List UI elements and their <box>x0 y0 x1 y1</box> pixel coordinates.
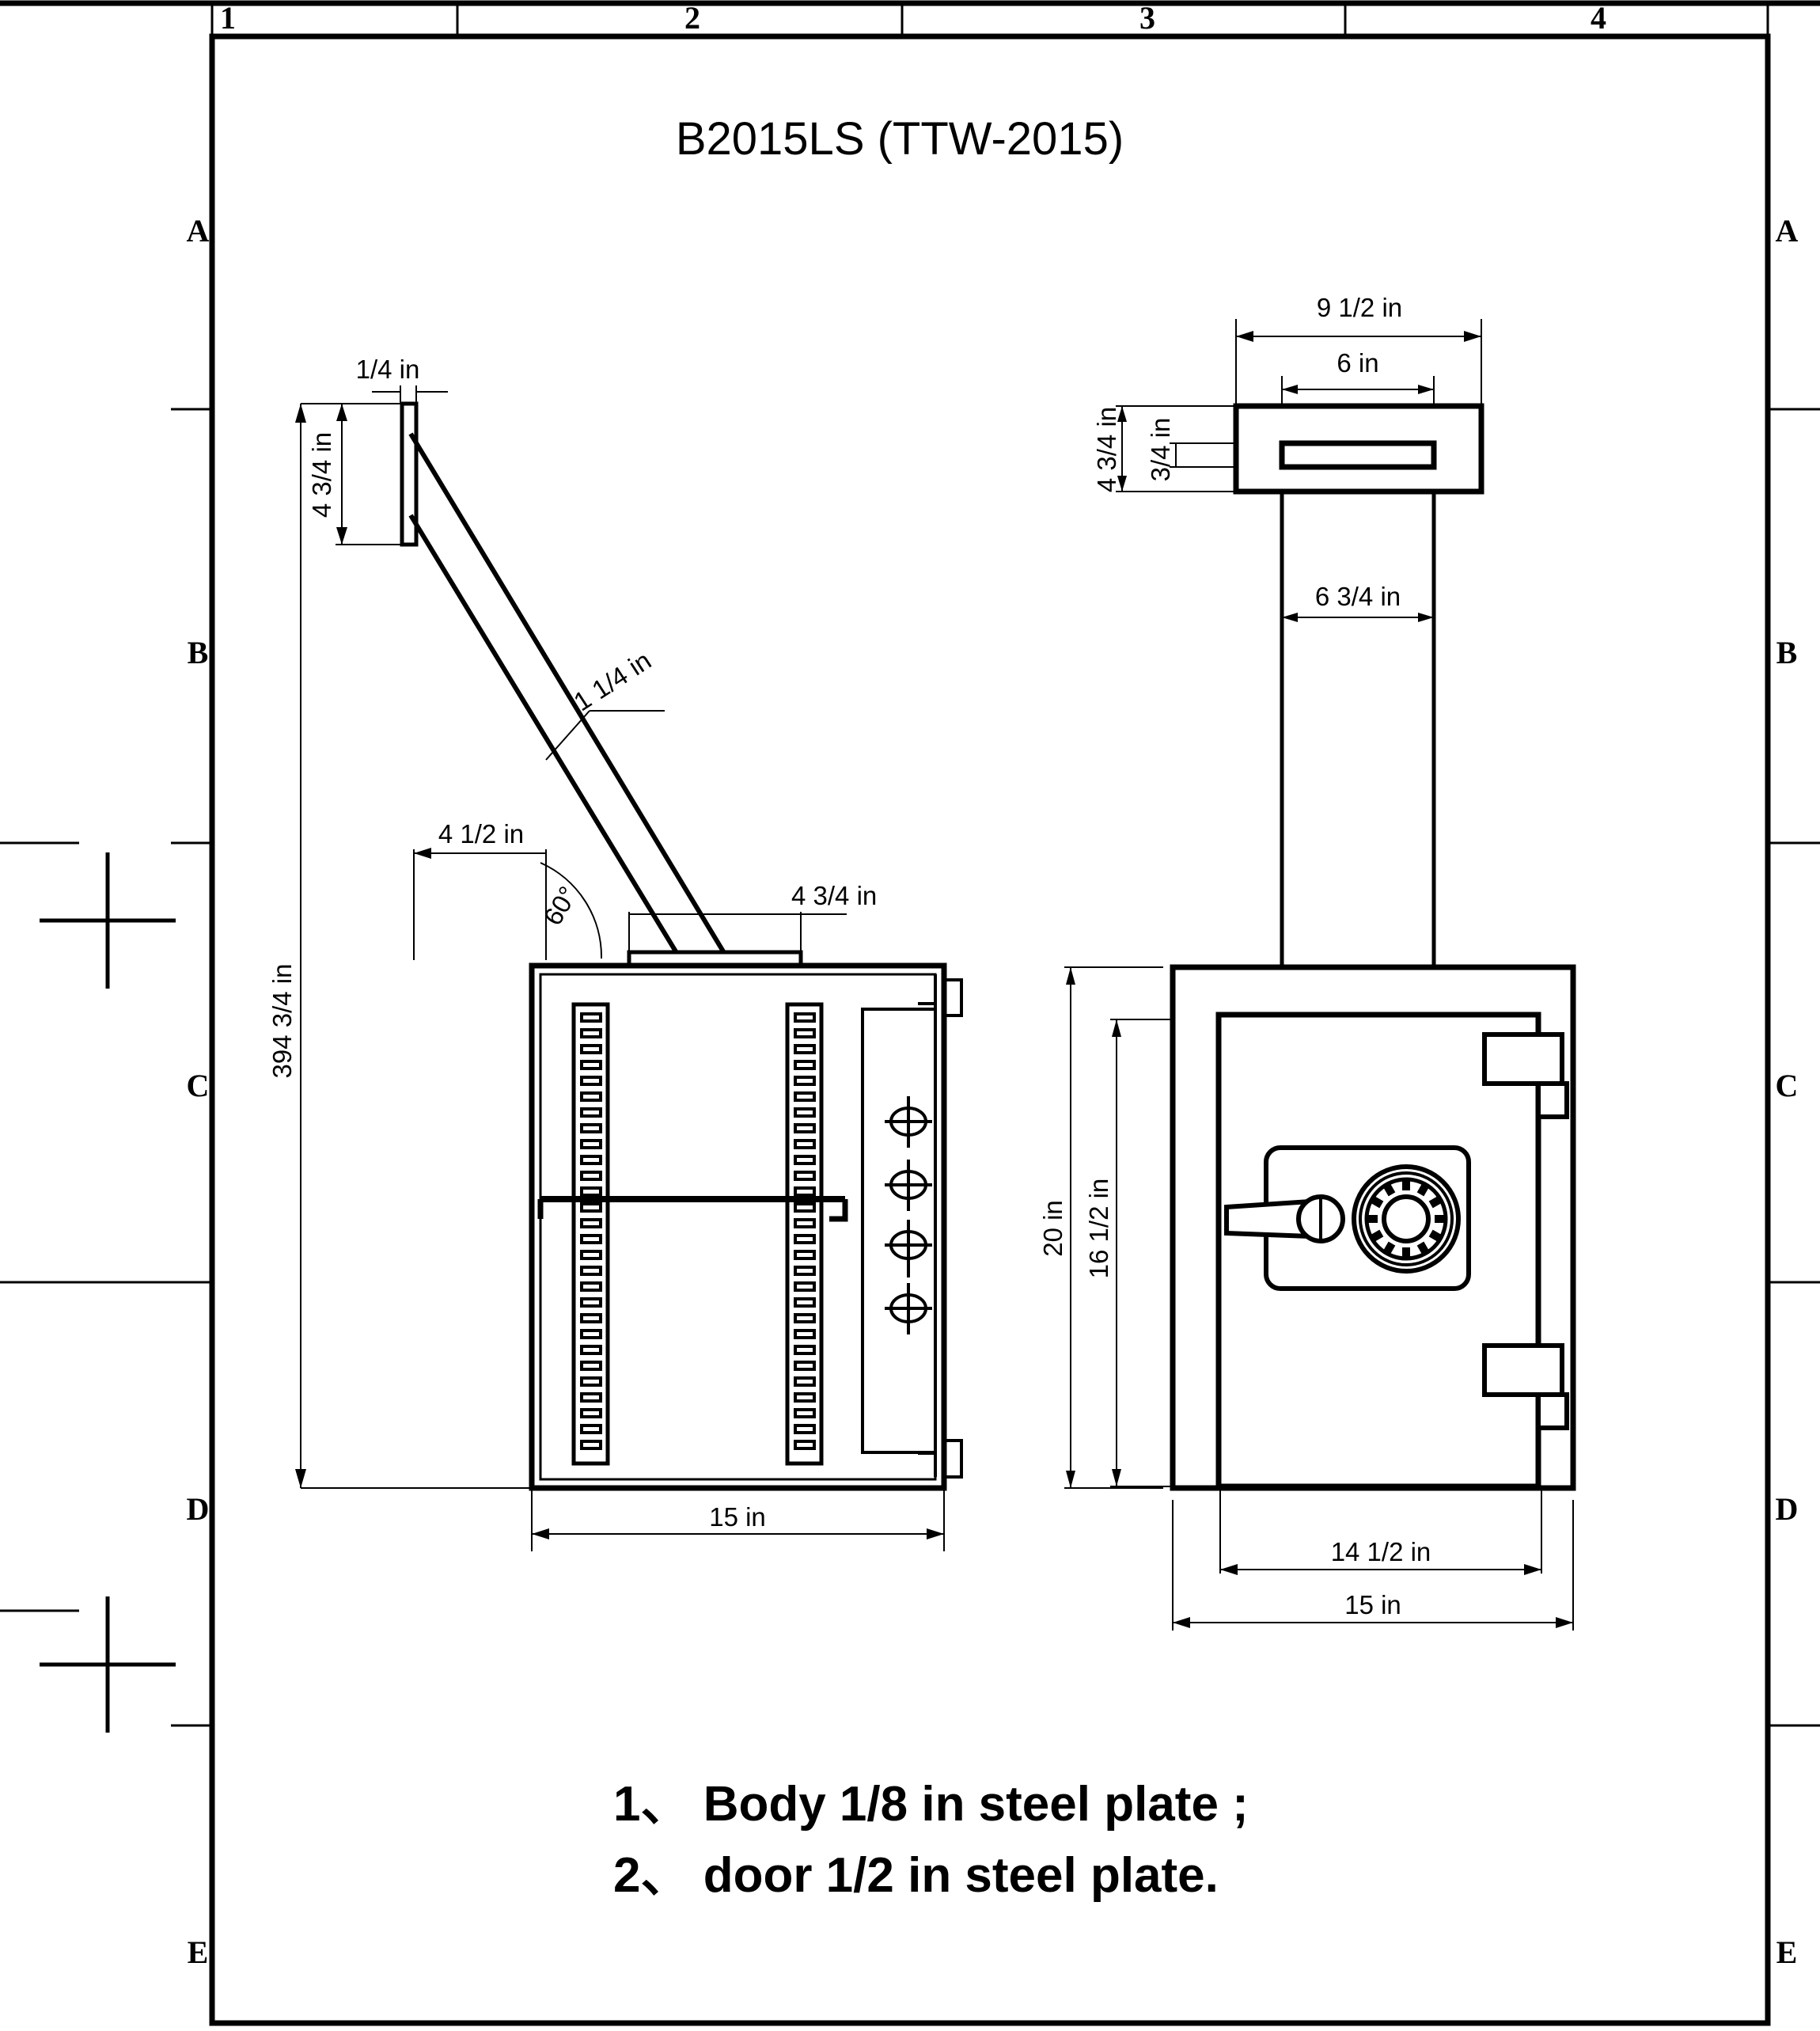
ladder-slots-left <box>580 1012 602 1450</box>
dim-chute-plate-thickness: 1/4 in <box>356 355 420 384</box>
dim-hopper-width: 9 1/2 in <box>1317 293 1402 322</box>
left-view-dim-lines <box>295 385 945 1551</box>
dim-body-depth: 15 in <box>709 1502 766 1532</box>
zone-letter-right-c: C <box>1776 1068 1799 1103</box>
chute-tube <box>408 432 730 961</box>
zone-letters-left: A B C D E <box>187 213 210 1970</box>
zone-letter-left-c: C <box>187 1068 210 1103</box>
door-handle <box>1224 1194 1345 1243</box>
dim-chute-base-width: 4 3/4 in <box>791 881 877 910</box>
registration-mark-upper <box>40 852 176 989</box>
dial-teeth <box>1367 1179 1446 1258</box>
zone-letter-right-d: D <box>1776 1491 1799 1527</box>
ladder-strip-right <box>785 1002 824 1466</box>
zone-letter-left-b: B <box>188 635 209 670</box>
dim-chute-top-height: 4 3/4 in <box>307 432 336 518</box>
chute-column <box>1280 492 1436 967</box>
dim-door-height: 16 1/2 in <box>1084 1179 1113 1279</box>
zone-number-4: 4 <box>1591 0 1606 36</box>
dim-overall-body-height: 20 in <box>1038 1200 1067 1257</box>
dim-hopper-height: 4 3/4 in <box>1092 407 1121 492</box>
dim-slot-height: 3/4 in <box>1146 418 1175 482</box>
zone-number-3: 3 <box>1139 0 1155 36</box>
note-line-1: 1、 Body 1/8 in steel plate ; <box>613 1777 1249 1832</box>
zone-letters-right: A B C D E <box>1776 213 1799 1970</box>
right-view-dim-lines <box>1064 319 1574 1630</box>
notes-block: 1、 Body 1/8 in steel plate ; 2、 door 1/2… <box>613 1777 1249 1903</box>
zone-letter-right-e: E <box>1776 1934 1798 1970</box>
deposit-slot <box>1279 440 1437 470</box>
note-line-2: 2、 door 1/2 in steel plate. <box>613 1848 1219 1903</box>
left-view-shelf <box>537 1196 848 1222</box>
zone-number-1: 1 <box>220 0 236 36</box>
ladder-slots-right <box>794 1012 816 1450</box>
door-hinges <box>1482 1032 1569 1430</box>
ladder-strip-left <box>571 1002 610 1466</box>
dim-body-width: 15 in <box>1344 1590 1401 1619</box>
chute-top-plate <box>400 401 419 547</box>
door-bolt-holes <box>885 1096 932 1334</box>
hinge-top <box>1482 1032 1569 1119</box>
left-view-group <box>295 385 963 1551</box>
dim-column-width: 6 3/4 in <box>1315 582 1401 611</box>
combination-dial <box>1352 1164 1461 1274</box>
zone-letter-right-b: B <box>1776 635 1798 670</box>
right-view-dim-labels: 9 1/2 in 6 in 4 3/4 in 3/4 in 6 3/4 in 2… <box>1038 293 1431 1619</box>
dim-slot-width: 6 in <box>1337 348 1378 378</box>
registration-marks <box>40 852 176 1733</box>
hopper-head <box>1233 403 1484 495</box>
dim-overall-height: 394 3/4 in <box>267 964 297 1079</box>
zone-letter-left-e: E <box>188 1934 209 1970</box>
zone-number-2: 2 <box>684 0 700 36</box>
zone-letter-left-a: A <box>187 213 210 249</box>
zone-letter-right-a: A <box>1776 213 1799 249</box>
left-view-door-panel <box>861 1008 937 1454</box>
dim-door-width: 14 1/2 in <box>1331 1537 1431 1566</box>
zone-numbers-top: 1 2 3 4 <box>220 0 1606 36</box>
drawing-title: B2015LS (TTW-2015) <box>676 113 1124 165</box>
right-view-group <box>1064 319 1576 1630</box>
dim-chute-offset: 4 1/2 in <box>438 819 524 848</box>
zone-letter-left-d: D <box>187 1491 210 1527</box>
registration-mark-lower <box>40 1596 176 1733</box>
hinge-bottom <box>1482 1343 1569 1430</box>
